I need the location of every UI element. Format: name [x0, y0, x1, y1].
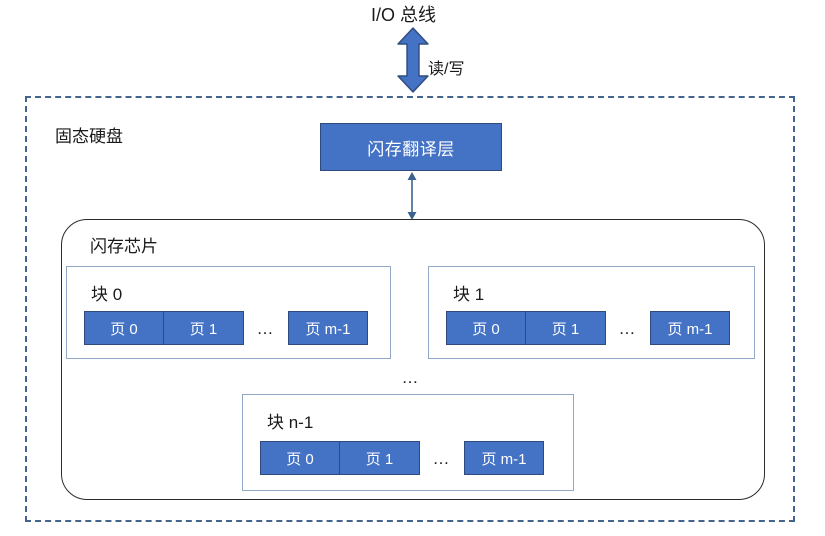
read-write-label: 读/写 [428, 61, 465, 78]
io-bus-label: I/O 总线 [371, 5, 437, 25]
page-cell: 页 1 [526, 311, 606, 345]
page-ellipsis: … [256, 318, 276, 338]
ssd-boundary-box [25, 96, 795, 522]
block-0-page-strip: 页 0 页 1 … 页 m-1 [84, 311, 368, 345]
block-0-box: 块 0 页 0 页 1 … 页 m-1 [66, 266, 391, 359]
flash-chip-label: 闪存芯片 [90, 237, 158, 256]
page-cell: 页 0 [446, 311, 526, 345]
page-ellipsis: … [432, 448, 452, 468]
flash-translation-layer-box: 闪存翻译层 [320, 123, 502, 171]
flash-chip-boundary-box [61, 219, 765, 500]
ssd-label: 固态硬盘 [55, 127, 123, 146]
page-cell: 页 0 [260, 441, 340, 475]
ftl-chip-double-arrow-icon [407, 172, 417, 220]
block-0-label: 块 0 [91, 285, 123, 304]
block-n-1-box: 块 n-1 页 0 页 1 … 页 m-1 [242, 394, 574, 491]
io-bus-double-arrow-icon [397, 27, 429, 93]
page-cell: 页 0 [84, 311, 164, 345]
page-cell: 页 1 [164, 311, 244, 345]
page-cell: 页 m-1 [464, 441, 544, 475]
blocks-ellipsis: … [401, 368, 421, 387]
page-cell: 页 m-1 [650, 311, 730, 345]
page-ellipsis: … [618, 318, 638, 338]
block-1-label: 块 1 [453, 285, 485, 304]
block-n-1-label: 块 n-1 [267, 413, 314, 432]
block-1-page-strip: 页 0 页 1 … 页 m-1 [446, 311, 730, 345]
page-cell: 页 m-1 [288, 311, 368, 345]
block-1-box: 块 1 页 0 页 1 … 页 m-1 [428, 266, 755, 359]
page-cell: 页 1 [340, 441, 420, 475]
block-n-1-page-strip: 页 0 页 1 … 页 m-1 [260, 441, 544, 475]
